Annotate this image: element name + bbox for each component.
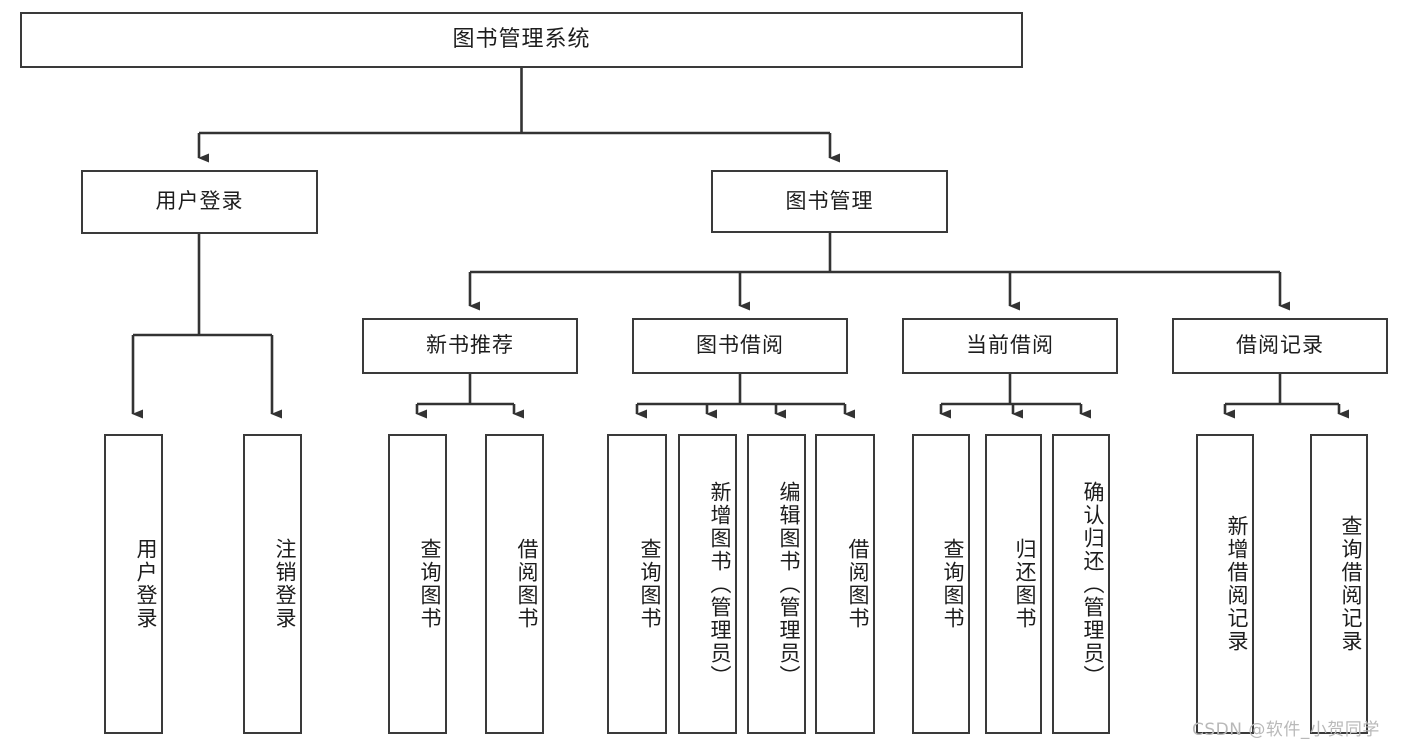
leaf-logout-login[interactable]: 注销登录: [243, 434, 302, 734]
node-label: 归还图书: [1013, 538, 1037, 630]
leaf-user-login[interactable]: 用户登录: [104, 434, 163, 734]
leaf-query-book-newbook[interactable]: 查询图书: [388, 434, 447, 734]
node-label: 图书管理: [785, 188, 874, 213]
node-label: 查询图书: [941, 538, 965, 630]
node-label: 查询图书: [638, 538, 662, 630]
leaf-borrow-book[interactable]: 借阅图书: [815, 434, 875, 734]
leaf-add-book-admin[interactable]: 新增图书（管理员）: [678, 434, 737, 734]
leaf-return-book[interactable]: 归还图书: [985, 434, 1042, 734]
node-label: 借阅图书: [515, 538, 539, 630]
leaf-borrow-book-newbook[interactable]: 借阅图书: [485, 434, 544, 734]
node-label: 新书推荐: [426, 333, 514, 358]
node-label: 查询图书: [418, 538, 442, 630]
connector-lines: [131, 68, 1349, 419]
node-borrow-record[interactable]: 借阅记录: [1172, 318, 1388, 374]
node-label: 借阅图书: [846, 538, 870, 630]
node-label: 图书管理系统: [452, 26, 591, 52]
leaf-add-borrow-record[interactable]: 新增借阅记录: [1196, 434, 1254, 734]
node-label: 编辑图书（管理员）: [777, 480, 801, 688]
node-label: 注销登录: [273, 538, 297, 630]
leaf-query-borrow-record[interactable]: 查询借阅记录: [1310, 434, 1368, 734]
node-label: 借阅记录: [1236, 333, 1324, 358]
leaf-edit-book-admin[interactable]: 编辑图书（管理员）: [747, 434, 806, 734]
node-label: 图书借阅: [696, 333, 784, 358]
node-label: 确认归还（管理员）: [1081, 480, 1105, 688]
node-user-login[interactable]: 用户登录: [81, 170, 318, 234]
node-new-book-recommend[interactable]: 新书推荐: [362, 318, 578, 374]
node-book-borrow[interactable]: 图书借阅: [632, 318, 848, 374]
node-label: 查询借阅记录: [1339, 515, 1363, 653]
node-label: 新增借阅记录: [1225, 515, 1249, 653]
node-current-borrow[interactable]: 当前借阅: [902, 318, 1118, 374]
node-root-system[interactable]: 图书管理系统: [20, 12, 1023, 68]
node-label: 用户登录: [134, 538, 158, 630]
leaf-confirm-return-admin[interactable]: 确认归还（管理员）: [1052, 434, 1110, 734]
node-label: 用户登录: [155, 189, 244, 214]
node-book-management[interactable]: 图书管理: [711, 170, 948, 233]
node-label: 当前借阅: [966, 333, 1054, 358]
leaf-query-book-borrow[interactable]: 查询图书: [607, 434, 667, 734]
leaf-query-book-current[interactable]: 查询图书: [912, 434, 970, 734]
node-label: 新增图书（管理员）: [708, 480, 732, 688]
